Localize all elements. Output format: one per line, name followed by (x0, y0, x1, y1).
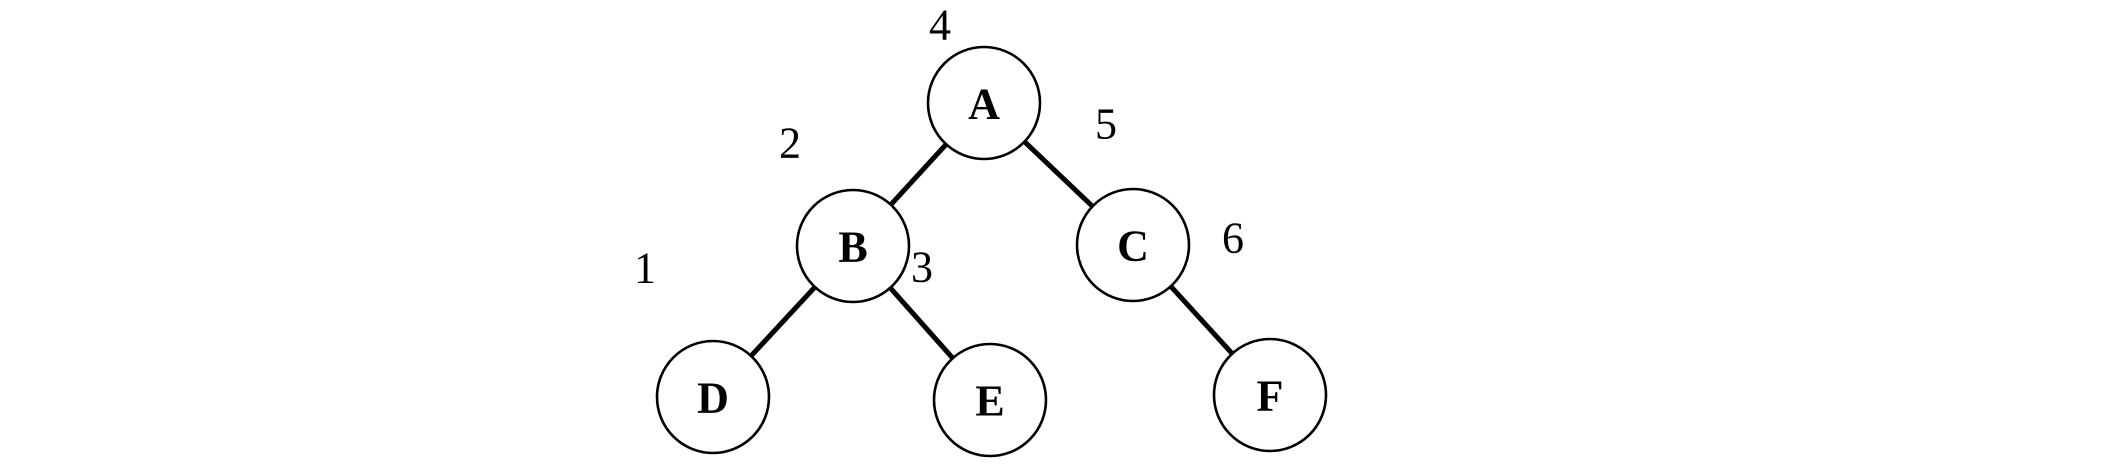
edge-b-d (749, 285, 817, 358)
node-label-a: A (968, 80, 1000, 129)
node-number-b: 2 (779, 119, 801, 168)
edge-c-f (1168, 284, 1235, 356)
node-number-f: 6 (1222, 214, 1244, 263)
node-number-c: 5 (1095, 100, 1117, 149)
node-label-e: E (975, 377, 1004, 426)
node-circle-f[interactable] (1212, 337, 1328, 453)
node-number-e: 3 (911, 243, 933, 292)
node-b[interactable]: B2 (779, 119, 911, 304)
node-label-b: B (838, 223, 867, 272)
node-circle-b[interactable] (795, 188, 911, 304)
node-a[interactable]: A4 (926, 1, 1042, 161)
node-circle-e[interactable] (932, 342, 1048, 458)
node-d[interactable]: D1 (634, 244, 771, 455)
node-circle-c[interactable] (1075, 187, 1191, 303)
edges-group (749, 139, 1235, 360)
node-f[interactable]: F6 (1212, 214, 1328, 453)
node-number-d: 1 (634, 244, 656, 293)
edge-a-c (1022, 139, 1095, 209)
node-number-a: 4 (929, 1, 951, 50)
node-circle-a[interactable] (926, 45, 1042, 161)
node-label-f: F (1257, 372, 1284, 421)
node-e[interactable]: E3 (911, 243, 1048, 458)
node-label-d: D (697, 374, 729, 423)
node-circle-d[interactable] (655, 339, 771, 455)
node-c[interactable]: C5 (1075, 100, 1191, 303)
edge-b-e (888, 286, 955, 360)
node-label-c: C (1117, 222, 1149, 271)
edge-a-b (888, 142, 949, 207)
